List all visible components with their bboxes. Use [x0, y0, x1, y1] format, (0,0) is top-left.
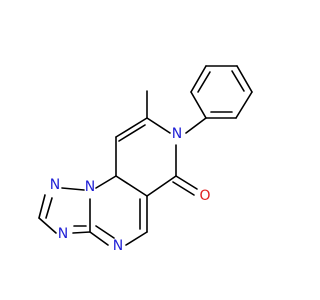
bond [235, 91, 253, 119]
bond [125, 231, 148, 246]
bond [236, 65, 253, 93]
bond [146, 175, 177, 197]
bond [115, 175, 148, 197]
bond [190, 91, 207, 119]
bond [231, 70, 245, 92]
atom-label-n: N [172, 126, 182, 142]
bond [38, 194, 46, 219]
bond [45, 197, 53, 219]
structure-canvas: N N N N N O [38, 65, 253, 254]
bond [172, 181, 195, 196]
bond [72, 231, 91, 234]
bond-group [38, 65, 253, 246]
atom-label-o: O [199, 188, 210, 204]
atom-label-n: N [113, 238, 123, 254]
bond [95, 175, 117, 189]
bond [89, 231, 109, 246]
bond [185, 117, 207, 134]
bond [118, 124, 146, 142]
bond [175, 175, 198, 190]
atom-label-n: N [50, 177, 60, 193]
molecule-diagram: N N N N N O [38, 65, 253, 254]
atom-label-n: N [58, 226, 68, 242]
atom-label-n: N [85, 179, 95, 195]
bond [197, 71, 211, 93]
bond [61, 187, 85, 191]
bond [95, 225, 115, 239]
atom-labels: N N N N N O [50, 126, 211, 254]
bond [146, 117, 171, 134]
bond [115, 117, 148, 138]
bond [190, 65, 207, 93]
bond [38, 217, 57, 234]
